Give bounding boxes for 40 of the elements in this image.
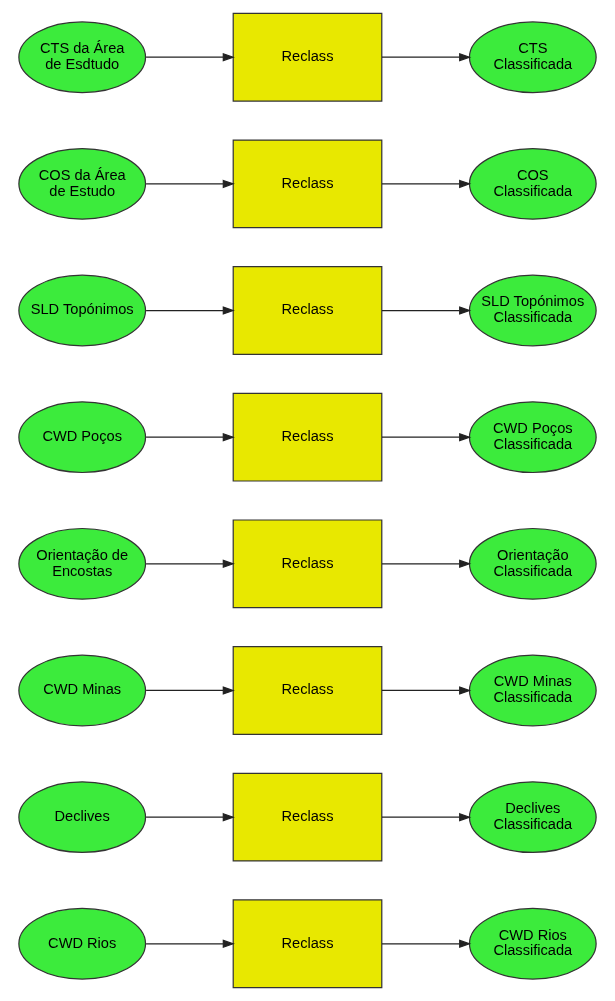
- arrow: [381, 52, 472, 62]
- node-ellipse: Declives: [18, 781, 147, 854]
- node-ellipse: CWD Rios: [18, 907, 147, 980]
- node-ellipse: CTS Classificada: [468, 21, 597, 94]
- node-box: Reclass: [232, 266, 383, 355]
- node-ellipse: Orientação Classificada: [468, 527, 597, 600]
- arrow: [381, 812, 472, 822]
- node-box: Reclass: [232, 646, 383, 735]
- arrow: [145, 686, 235, 695]
- arrow: [145, 52, 235, 62]
- arrow: [381, 432, 472, 442]
- node-ellipse: COS Classificada: [468, 147, 597, 220]
- node-box: Reclass: [232, 392, 383, 482]
- node-ellipse: SLD Topónimos Classificada: [468, 274, 597, 347]
- node-box: Reclass: [232, 899, 383, 989]
- node-box: Reclass: [232, 12, 383, 102]
- arrow: [145, 559, 235, 569]
- node-ellipse: CTS da Área de Esdtudo: [18, 21, 147, 94]
- node-ellipse: CWD Minas Classificada: [468, 654, 597, 727]
- node-ellipse: SLD Topónimos: [18, 274, 147, 347]
- arrow: [381, 179, 472, 189]
- node-ellipse: Orientação de Encostas: [18, 527, 147, 600]
- node-box: Reclass: [232, 519, 383, 609]
- node-ellipse: COS da Área de Estudo: [18, 147, 147, 220]
- node-box: Reclass: [232, 139, 383, 229]
- arrow: [381, 686, 472, 695]
- node-ellipse: CWD Minas: [18, 654, 147, 727]
- arrow: [145, 939, 235, 949]
- arrow: [381, 939, 472, 949]
- node-ellipse: CWD Rios Classificada: [468, 907, 597, 980]
- node-ellipse: Declives Classificada: [468, 781, 597, 854]
- arrow: [145, 179, 235, 189]
- arrow: [145, 812, 235, 822]
- arrow: [145, 306, 235, 315]
- arrow: [381, 559, 472, 569]
- arrow: [145, 432, 235, 442]
- node-ellipse: CWD Poços Classificada: [468, 401, 597, 474]
- arrow: [381, 306, 472, 315]
- node-box: Reclass: [232, 772, 383, 862]
- node-ellipse: CWD Poços: [18, 401, 147, 474]
